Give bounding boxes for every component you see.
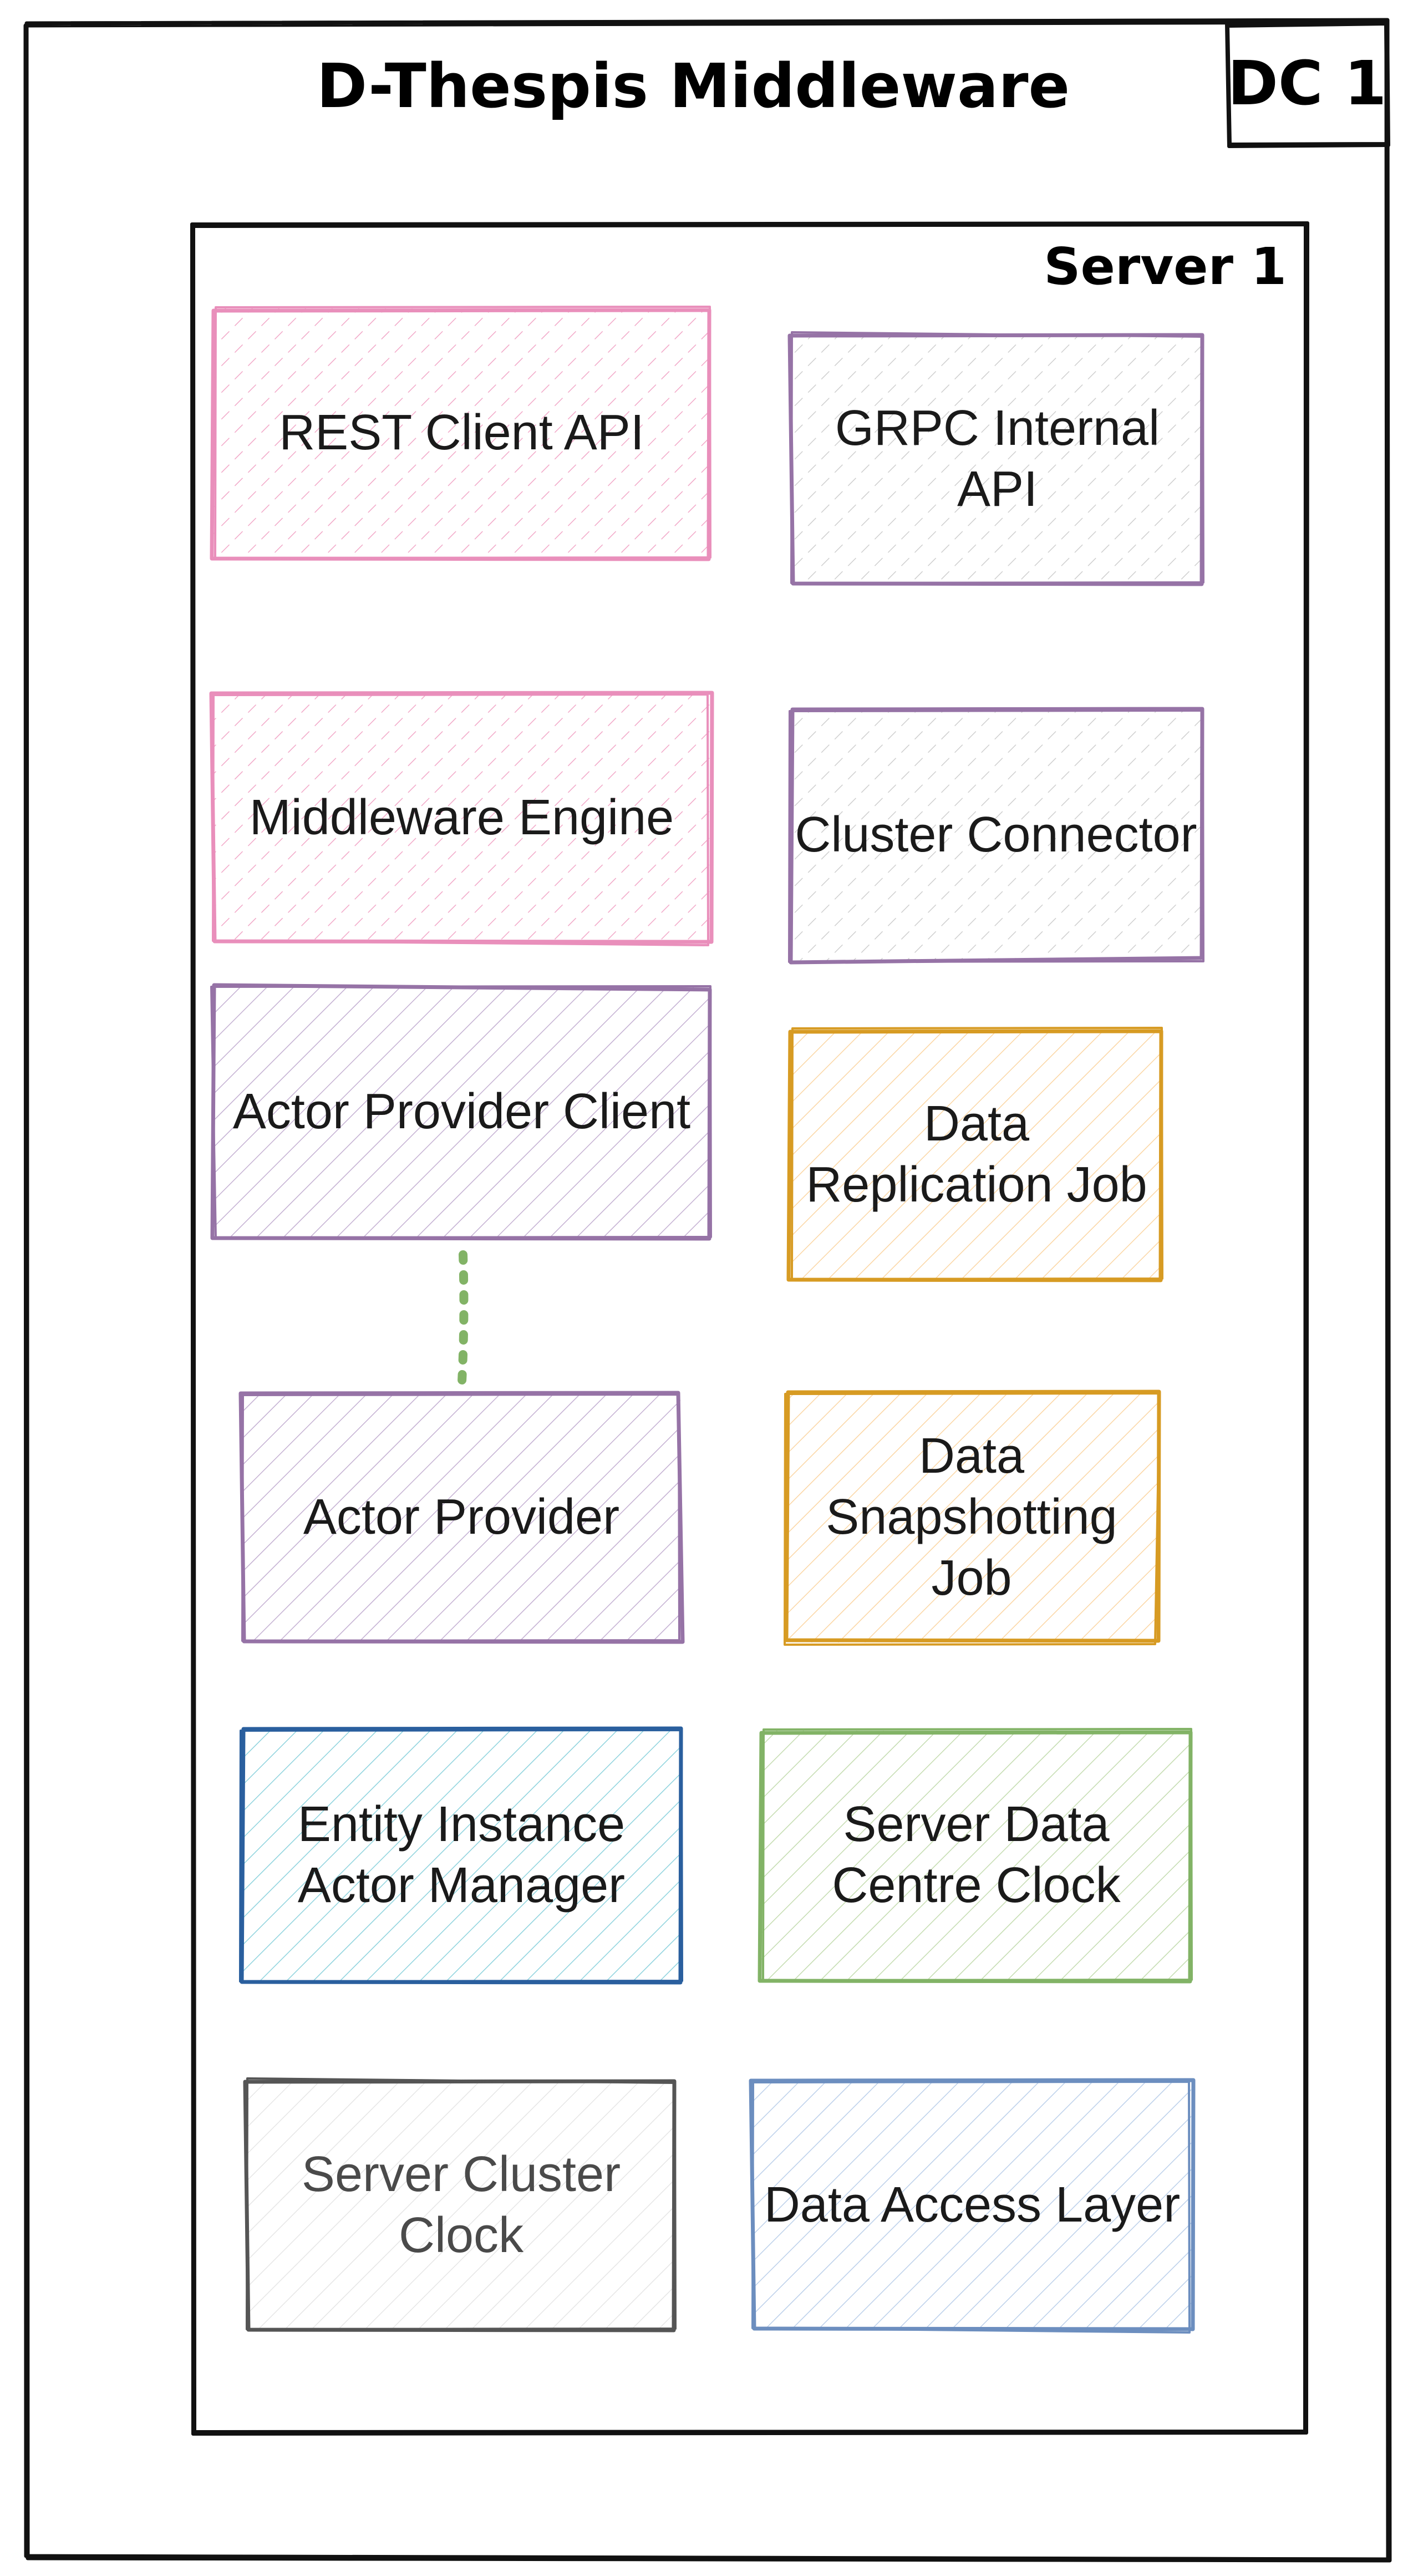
middleware-engine-box [209,691,714,946]
rest-client-api-border [214,306,711,559]
connectors [457,1250,469,1396]
entity-instance-actor-manager-hatch-fill [242,1731,680,1980]
entity-instance-actor-manager-box [239,1726,683,1985]
middleware-engine-border [212,693,709,946]
frames [23,18,1392,2563]
rest-client-api-border [210,308,711,561]
actor-provider-border [241,1393,680,1642]
rest-client-api-box [210,306,711,561]
data-replication-job-border [791,1027,1163,1280]
entity-instance-actor-manager-border [240,1726,683,1985]
data-replication-job-border [786,1029,1163,1282]
server-cluster-clock-box [243,2077,677,2332]
entity-instance-actor-manager-border [239,1729,683,1982]
data-access-layer-hatch-fill [753,2081,1191,2330]
actor-provider-box [238,1391,685,1644]
middleware-engine-hatch-fill [214,693,710,943]
datacentre-frame [23,18,1392,2563]
cluster-connector-box [788,707,1204,965]
data-snapshotting-job-box [784,1390,1161,1646]
datacentre-title: D-Thespis Middleware [316,50,1070,121]
grpc-internal-api-hatch-fill [791,334,1204,584]
actor-provider-hatch-fill [242,1393,680,1642]
data-replication-job-box [786,1027,1163,1282]
server-frame [190,221,1309,2436]
data-snapshotting-job-border [784,1390,1161,1643]
dc-badge-frame [1225,21,1390,148]
actor-provider-client-hatch-fill [214,987,710,1237]
actor-provider-client-border [210,985,712,1239]
server-cluster-clock-border [246,2077,677,2330]
data-replication-job-hatch-fill [791,1030,1162,1280]
actor-provider-client-box [210,983,712,1241]
rest-client-api-hatch-fill [214,308,710,558]
datacentre-badge: DC 1 [1227,48,1387,119]
component-boxes [209,306,1204,2334]
data-snapshotting-job-hatch-fill [786,1393,1157,1642]
grpc-internal-api-border [790,331,1204,584]
data-access-layer-box [749,2078,1196,2334]
cluster-connector-border [788,709,1204,963]
server-data-centre-clock-hatch-fill [761,1731,1191,1980]
server-data-centre-clock-border [762,1728,1193,1981]
cluster-connector-hatch-fill [791,711,1201,960]
server-title: Server 1 [1044,236,1287,296]
actor-provider-client-border [210,983,712,1241]
cluster-connector-border [789,707,1204,965]
server-data-centre-clock-border [758,1730,1193,1984]
data-snapshotting-job-border [784,1392,1161,1646]
data-access-layer-border [751,2081,1191,2334]
server-cluster-clock-hatch-fill [246,2081,676,2330]
connector-actor-provider-client-to-actor-provider [457,1250,469,1396]
grpc-internal-api-box [787,331,1204,586]
server-data-centre-clock-box [758,1728,1193,1984]
